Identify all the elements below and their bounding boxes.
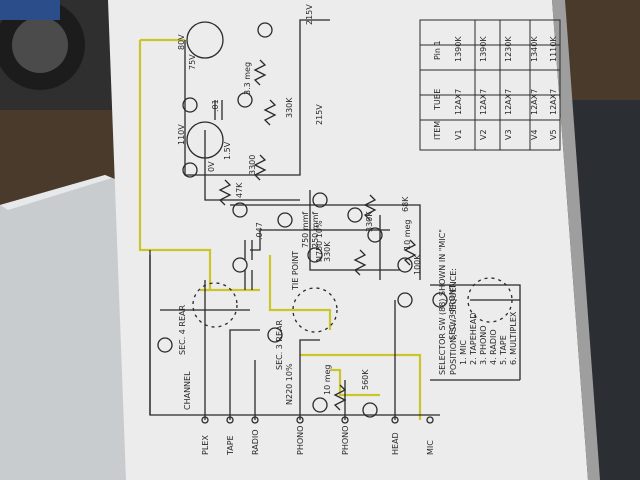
- label-channel: CHANNEL: [183, 371, 192, 410]
- table-header-tube: TUBE: [433, 89, 442, 111]
- selector-item-4: 4. RADIO: [489, 329, 498, 365]
- comp-330k-c: 330K: [323, 241, 332, 262]
- switch-sec3-front: [467, 277, 513, 323]
- selector-item-3: 3. PHONO: [479, 325, 488, 365]
- jack-plex: [201, 416, 209, 424]
- input-label-phono-1: PHONO: [296, 426, 305, 455]
- voltage-75v: 75V: [188, 54, 197, 70]
- table-v3-pin1: 1230K: [504, 36, 513, 62]
- comp-01: .01: [211, 99, 220, 112]
- selector-item-6: 6. MULTIPLEX: [509, 311, 518, 365]
- selector-note-line2: POSITION, SW. SEQUENCE:: [449, 268, 458, 375]
- comp-330k-b: 330K: [365, 211, 374, 232]
- input-label-phono-2: PHONO: [341, 426, 350, 455]
- table-v3-item: V3: [504, 129, 513, 140]
- highlighted-traces: [138, 38, 422, 420]
- input-label-radio: RADIO: [251, 429, 260, 455]
- voltage-0v: 0V: [207, 161, 216, 172]
- comp-10meg-a: 10 meg: [403, 219, 412, 250]
- input-label-mic: MIC: [426, 440, 435, 455]
- voltage-80v: 80V: [177, 34, 186, 50]
- switch-sec3-rear: [292, 287, 338, 333]
- label-sec3-front: SEC. 3 FRONT: [448, 284, 457, 340]
- table-v4-pin1: 1340K: [530, 36, 539, 62]
- voltage-1-5v: 1.5V: [223, 141, 232, 160]
- comp-330k-a: 330K: [285, 97, 294, 118]
- table-v5-tube: 12AX7: [549, 89, 558, 115]
- table-v2-tube: 12AX7: [479, 89, 488, 115]
- table-v4-tube: 12AX7: [530, 89, 539, 115]
- voltage-215v-top: 215V: [305, 4, 314, 25]
- comp-n220: N220 10%: [285, 363, 294, 405]
- paper-sheet: [108, 0, 588, 480]
- jack-mic: [426, 416, 434, 424]
- table-header-item: ITEM: [433, 121, 442, 140]
- tube-table: [419, 19, 561, 151]
- comp-560k: 560K: [361, 369, 370, 390]
- table-v5-item: V5: [549, 129, 558, 140]
- jack-radio: [251, 416, 259, 424]
- laptop-lid: [0, 175, 135, 480]
- jack-tape: [226, 416, 234, 424]
- comp-10meg-b: 10 meg: [323, 364, 332, 395]
- voltage-215v-mid: 215V: [315, 104, 324, 125]
- tube-v-middle: [186, 121, 224, 159]
- jack-head: [391, 416, 399, 424]
- table-v1-item: V1: [454, 129, 463, 140]
- switch-sec4-rear: [192, 282, 238, 328]
- jack-phono-2: [341, 416, 349, 424]
- comp-250mmf: 250 mmf: [311, 212, 320, 248]
- jack-phono-1: [296, 416, 304, 424]
- comp-047: .047: [255, 222, 264, 240]
- input-label-tape: TAPE: [226, 435, 235, 456]
- input-label-head: HEAD: [391, 432, 400, 455]
- table-v1-tube: 12AX7: [454, 89, 463, 115]
- selector-item-5: 5. TAPE: [499, 335, 508, 365]
- table-v2-pin1: 1390K: [479, 36, 488, 62]
- label-tie-point: TIE POINT: [291, 251, 300, 291]
- selector-note-line1: SELECTOR SW (88) SHOWN IN "MIC": [438, 229, 447, 375]
- table-v1-pin1: 1390K: [454, 36, 463, 62]
- tube-v-top: [186, 21, 224, 59]
- voltage-110v: 110V: [177, 124, 186, 145]
- table-v3-tube: 12AX7: [504, 89, 513, 115]
- selector-item-2: 2. TAPEHEAD: [469, 313, 478, 366]
- device-top-left: [0, 0, 125, 110]
- comp-68k: 68K: [401, 196, 410, 212]
- paper-shadow: [552, 0, 600, 480]
- table-v4-item: V4: [530, 129, 539, 140]
- label-sec4-rear: SEC. 4 REAR: [178, 304, 187, 355]
- comp-n750: N750 10%: [315, 220, 324, 262]
- comp-100k: 100K: [413, 254, 422, 275]
- label-sec3-rear: SEC. 3 REAR: [275, 319, 284, 370]
- schematic-drawing: [138, 19, 521, 424]
- table-header-pin1: Pin 1: [433, 40, 442, 60]
- table-v2-item: V2: [479, 129, 488, 140]
- selector-item-1: 1. MIC: [459, 340, 468, 365]
- table-v5-pin1: 1110K: [549, 36, 558, 62]
- input-label-plex: PLEX: [201, 435, 210, 455]
- comp-47k: 47K: [235, 182, 244, 198]
- comp-750mmf: 750 mmf: [301, 212, 310, 248]
- comp-3300: 3300: [248, 155, 257, 175]
- comp-3-3meg: 3.3 meg: [243, 62, 252, 95]
